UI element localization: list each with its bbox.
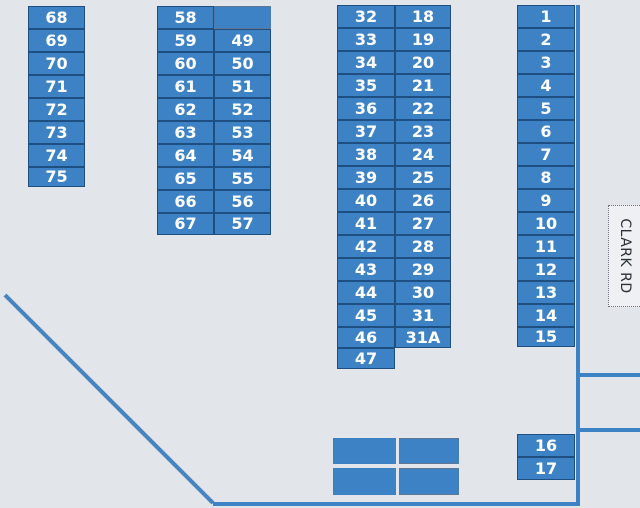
lot-37[interactable]: 37	[337, 120, 395, 143]
lot-20[interactable]: 20	[395, 51, 451, 74]
lot-65[interactable]: 65	[157, 167, 214, 190]
lot-54[interactable]: 54	[214, 144, 271, 167]
lot-47[interactable]: 47	[337, 348, 395, 369]
lot-73[interactable]: 73	[28, 121, 85, 144]
lot-43[interactable]: 43	[337, 258, 395, 281]
lot-44[interactable]: 44	[337, 281, 395, 304]
lot-7[interactable]: 7	[517, 143, 575, 166]
lot-31a[interactable]: 31A	[395, 327, 451, 348]
lot-16[interactable]: 16	[517, 434, 575, 457]
lot-8[interactable]: 8	[517, 166, 575, 189]
lot-3[interactable]: 3	[517, 51, 575, 74]
lot-64[interactable]: 64	[157, 144, 214, 167]
unnumbered-block[interactable]	[333, 468, 396, 495]
lot-15[interactable]: 15	[517, 327, 575, 347]
lot-24[interactable]: 24	[395, 143, 451, 166]
lot-75[interactable]: 75	[28, 167, 85, 187]
lot-63[interactable]: 63	[157, 121, 214, 144]
lot-2[interactable]: 2	[517, 28, 575, 51]
lot-6[interactable]: 6	[517, 120, 575, 143]
lot-68[interactable]: 68	[28, 6, 85, 29]
lot-35[interactable]: 35	[337, 74, 395, 97]
lot-69[interactable]: 69	[28, 29, 85, 52]
lot-29[interactable]: 29	[395, 258, 451, 281]
lot-11[interactable]: 11	[517, 235, 575, 258]
lot-66[interactable]: 66	[157, 190, 214, 213]
lot-52[interactable]: 52	[214, 98, 271, 121]
lot-58[interactable]: 58	[157, 6, 214, 29]
lot-57[interactable]: 57	[214, 213, 271, 235]
lot-49[interactable]: 49	[214, 29, 271, 52]
lot-18[interactable]: 18	[395, 5, 451, 28]
lot-25[interactable]: 25	[395, 166, 451, 189]
lot-1[interactable]: 1	[517, 5, 575, 28]
lot-41[interactable]: 41	[337, 212, 395, 235]
lot-59[interactable]: 59	[157, 29, 214, 52]
lot-72[interactable]: 72	[28, 98, 85, 121]
lot-46[interactable]: 46	[337, 327, 395, 348]
lot-39[interactable]: 39	[337, 166, 395, 189]
lot-30[interactable]: 30	[395, 281, 451, 304]
diagonal-road	[3, 293, 215, 505]
lot-45[interactable]: 45	[337, 304, 395, 327]
lot-9[interactable]: 9	[517, 189, 575, 212]
lot-71[interactable]: 71	[28, 75, 85, 98]
lot-5[interactable]: 5	[517, 97, 575, 120]
lot-unnumbered[interactable]	[214, 6, 271, 29]
lot-26[interactable]: 26	[395, 189, 451, 212]
lot-56[interactable]: 56	[214, 190, 271, 213]
unnumbered-block[interactable]	[399, 438, 459, 464]
lot-40[interactable]: 40	[337, 189, 395, 212]
lot-50[interactable]: 50	[214, 52, 271, 75]
lot-42[interactable]: 42	[337, 235, 395, 258]
lot-62[interactable]: 62	[157, 98, 214, 121]
lot-10[interactable]: 10	[517, 212, 575, 235]
lot-28[interactable]: 28	[395, 235, 451, 258]
lot-67[interactable]: 67	[157, 213, 214, 235]
lot-53[interactable]: 53	[214, 121, 271, 144]
lot-36[interactable]: 36	[337, 97, 395, 120]
lot-51[interactable]: 51	[214, 75, 271, 98]
lot-23[interactable]: 23	[395, 120, 451, 143]
lot-60[interactable]: 60	[157, 52, 214, 75]
clark-rd-label: CLARK RD	[608, 205, 640, 307]
lot-21[interactable]: 21	[395, 74, 451, 97]
lot-4[interactable]: 4	[517, 74, 575, 97]
lot-22[interactable]: 22	[395, 97, 451, 120]
lot-27[interactable]: 27	[395, 212, 451, 235]
lot-34[interactable]: 34	[337, 51, 395, 74]
road-label-text: CLARK RD	[617, 218, 633, 294]
lot-61[interactable]: 61	[157, 75, 214, 98]
lot-19[interactable]: 19	[395, 28, 451, 51]
unnumbered-block[interactable]	[333, 438, 396, 464]
lot-74[interactable]: 74	[28, 144, 85, 167]
lot-14[interactable]: 14	[517, 304, 575, 327]
lot-17[interactable]: 17	[517, 457, 575, 480]
lot-55[interactable]: 55	[214, 167, 271, 190]
lot-33[interactable]: 33	[337, 28, 395, 51]
lot-12[interactable]: 12	[517, 258, 575, 281]
lot-32[interactable]: 32	[337, 5, 395, 28]
lot-31[interactable]: 31	[395, 304, 451, 327]
lot-70[interactable]: 70	[28, 52, 85, 75]
unnumbered-block[interactable]	[399, 468, 459, 495]
lot-13[interactable]: 13	[517, 281, 575, 304]
lot-38[interactable]: 38	[337, 143, 395, 166]
